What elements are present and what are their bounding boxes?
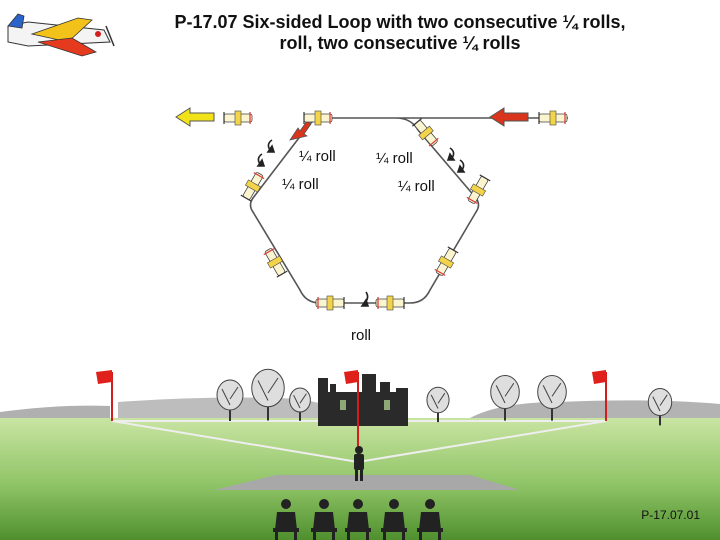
model-airplane-icon	[8, 14, 114, 56]
roll-arrow-icons	[258, 140, 464, 306]
direction-arrow-icon	[290, 121, 311, 140]
entry-arrow-icon	[490, 108, 528, 126]
quarter-roll-label-upper-left: ¼ roll	[299, 148, 336, 165]
title-line-1: P-17.07 Six-sided Loop with two consecut…	[110, 12, 690, 33]
flight-path	[251, 118, 569, 303]
title-line-2: roll, two consecutive ¼ rolls	[110, 33, 690, 54]
path-plane-icon	[316, 296, 344, 310]
path-plane-icon	[412, 118, 441, 148]
path-plane-icon	[224, 111, 252, 125]
castle-icon	[318, 374, 408, 426]
quarter-roll-label-lower-left: ¼ roll	[282, 176, 319, 193]
path-plane-icon	[433, 246, 459, 277]
path-plane-icon	[539, 111, 567, 125]
quarter-roll-label-lower-right: ¼ roll	[398, 178, 435, 195]
roll-label-bottom: roll	[351, 327, 371, 344]
figure-code: P-17.07.01	[641, 508, 700, 522]
quarter-roll-label-upper-right: ¼ roll	[376, 150, 413, 167]
path-planes	[224, 111, 567, 310]
path-plane-icon	[376, 296, 404, 310]
tree-icon	[427, 387, 449, 422]
figure-title: P-17.07 Six-sided Loop with two consecut…	[110, 12, 690, 54]
exit-arrow-icon	[176, 108, 214, 126]
path-plane-icon	[262, 246, 288, 277]
